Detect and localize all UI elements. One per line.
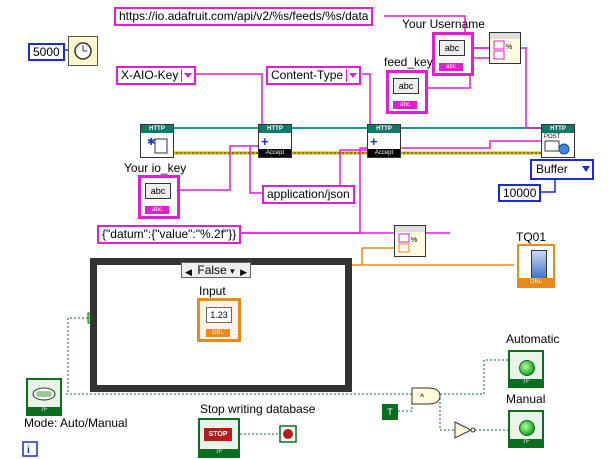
and-gate-icon[interactable]: ^ — [411, 387, 441, 405]
username-control[interactable]: abc abc — [432, 32, 474, 76]
tq01-label: TQ01 — [516, 230, 547, 244]
url-format-constant[interactable]: https://io.adafruit.com/api/v2/%s/feeds/… — [114, 7, 374, 26]
bool-wires — [66, 317, 508, 435]
case-next-arrow-icon[interactable]: ▶ — [240, 267, 247, 277]
string-control-icon: abc — [439, 40, 465, 56]
stop-writing-label: Stop writing database — [200, 402, 316, 416]
tank-indicator-icon: DBL — [517, 244, 555, 288]
chevron-down-icon[interactable]: ▾ — [230, 266, 235, 276]
your-io-key-label: Your io_key — [124, 161, 187, 175]
wait-ms-constant[interactable]: 5000 — [28, 43, 65, 61]
http-post-icon[interactable]: HTTP POST — [541, 124, 575, 158]
svg-text:✱: ✱ — [147, 137, 155, 148]
svg-text:%: % — [506, 44, 512, 51]
http-add-header-icon[interactable]: HTTP + Accept — [367, 124, 401, 158]
feed-key-control[interactable]: abc abc — [386, 70, 428, 114]
info-icon: i — [22, 441, 38, 457]
case-tunnel-label: ? — [89, 315, 94, 324]
not-gate-icon[interactable] — [454, 421, 476, 439]
http-add-header-icon[interactable]: HTTP + Accept — [258, 124, 292, 158]
format-into-string-icon[interactable]: % — [489, 32, 521, 64]
chevron-down-icon[interactable] — [181, 69, 193, 82]
svg-text:i: i — [27, 445, 30, 456]
content-type-header-constant[interactable]: Content-Type — [266, 66, 362, 85]
led-icon — [519, 360, 535, 376]
format-into-string-icon[interactable]: % — [394, 225, 426, 257]
string-control-icon: abc — [145, 183, 171, 199]
led-icon — [519, 420, 535, 436]
http-open-handle-icon[interactable]: HTTP ✱ — [140, 124, 174, 158]
input-control[interactable]: 1.23 DBL — [197, 298, 241, 342]
automatic-label: Automatic — [506, 332, 560, 346]
case-prev-arrow-icon[interactable]: ◀ — [185, 267, 192, 277]
svg-text:%: % — [411, 237, 417, 244]
stop-terminal-icon — [279, 425, 297, 443]
timeout-constant[interactable]: 10000 — [498, 184, 542, 202]
mode-label: Mode: Auto/Manual — [24, 416, 128, 430]
svg-text:^: ^ — [420, 392, 425, 402]
string-control-icon: abc — [393, 78, 419, 94]
manual-label: Manual — [506, 392, 546, 406]
true-constant[interactable]: T — [382, 404, 398, 420]
chevron-down-icon[interactable] — [582, 166, 590, 172]
wait-timer-icon[interactable] — [68, 36, 98, 66]
case-selector[interactable]: ◀ False ▾ ▶ — [181, 262, 251, 278]
io-key-control[interactable]: abc abc — [138, 175, 180, 219]
stop-button-icon[interactable]: STOP TF — [198, 418, 240, 458]
automatic-led: TF — [508, 350, 544, 388]
http-wire-chain — [172, 127, 541, 155]
input-label: Input — [199, 284, 226, 298]
mode-switch[interactable]: TF — [26, 378, 62, 416]
manual-led: TF — [508, 410, 544, 448]
json-format-constant[interactable]: {"datum":{"value":"%.2f"}} — [97, 225, 242, 244]
content-type-value-constant[interactable]: application/json — [262, 185, 355, 204]
chevron-down-icon[interactable] — [346, 69, 358, 82]
aio-key-header-constant[interactable]: X-AIO-Key — [116, 66, 197, 85]
your-username-label: Your Username — [402, 17, 485, 31]
feed-key-label: feed_key — [384, 55, 433, 69]
buffer-mode-select[interactable]: Buffer — [530, 159, 594, 180]
